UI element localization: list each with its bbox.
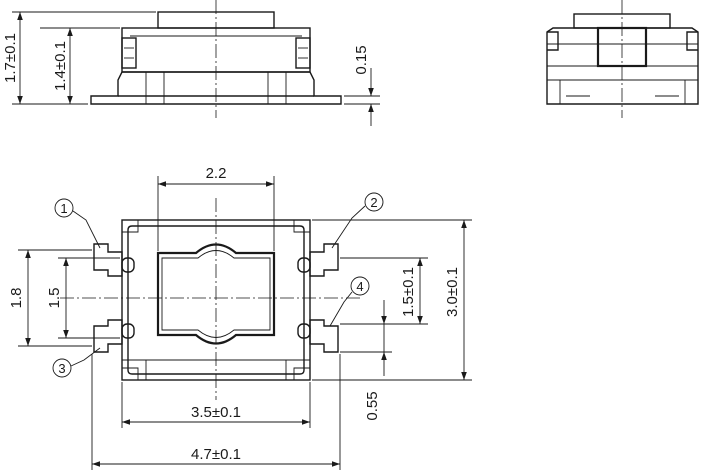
pin-callout-2: 2: [331, 192, 384, 249]
pin-label-4: 4: [356, 279, 363, 294]
dim-standoff: 0.15: [353, 45, 370, 74]
dim-total-width: 4.7±0.1: [191, 446, 241, 463]
dim-total-height: 1.7±0.1: [2, 33, 19, 83]
dim-pad-pitch-inner: 1.5: [46, 288, 63, 309]
dim-body-height: 1.4±0.1: [52, 41, 69, 91]
pin-callout-1: 1: [54, 198, 101, 249]
dim-plunger-width: 2.2: [206, 165, 227, 182]
dim-pad-pitch-outer: 1.8: [8, 288, 25, 309]
top-view: 2.2 1.8 1.5 3.0±0.1 1.5±0.1 0.55 3.5±0.1…: [8, 165, 472, 470]
pin-callout-3: 3: [52, 347, 101, 378]
dim-pad-width: 0.55: [364, 391, 381, 420]
dim-body-width: 3.5±0.1: [191, 404, 241, 421]
pin-label-2: 2: [370, 195, 377, 210]
pin-callout-4: 4: [329, 276, 370, 327]
front-view: 1.7±0.1 1.4±0.1 0.15: [2, 0, 380, 126]
dim-pad-pitch-right: 1.5±0.1: [400, 267, 417, 317]
dim-body-depth: 3.0±0.1: [444, 267, 461, 317]
side-view: [546, 0, 699, 118]
pin-label-3: 3: [58, 361, 65, 376]
pin-label-1: 1: [60, 201, 67, 216]
